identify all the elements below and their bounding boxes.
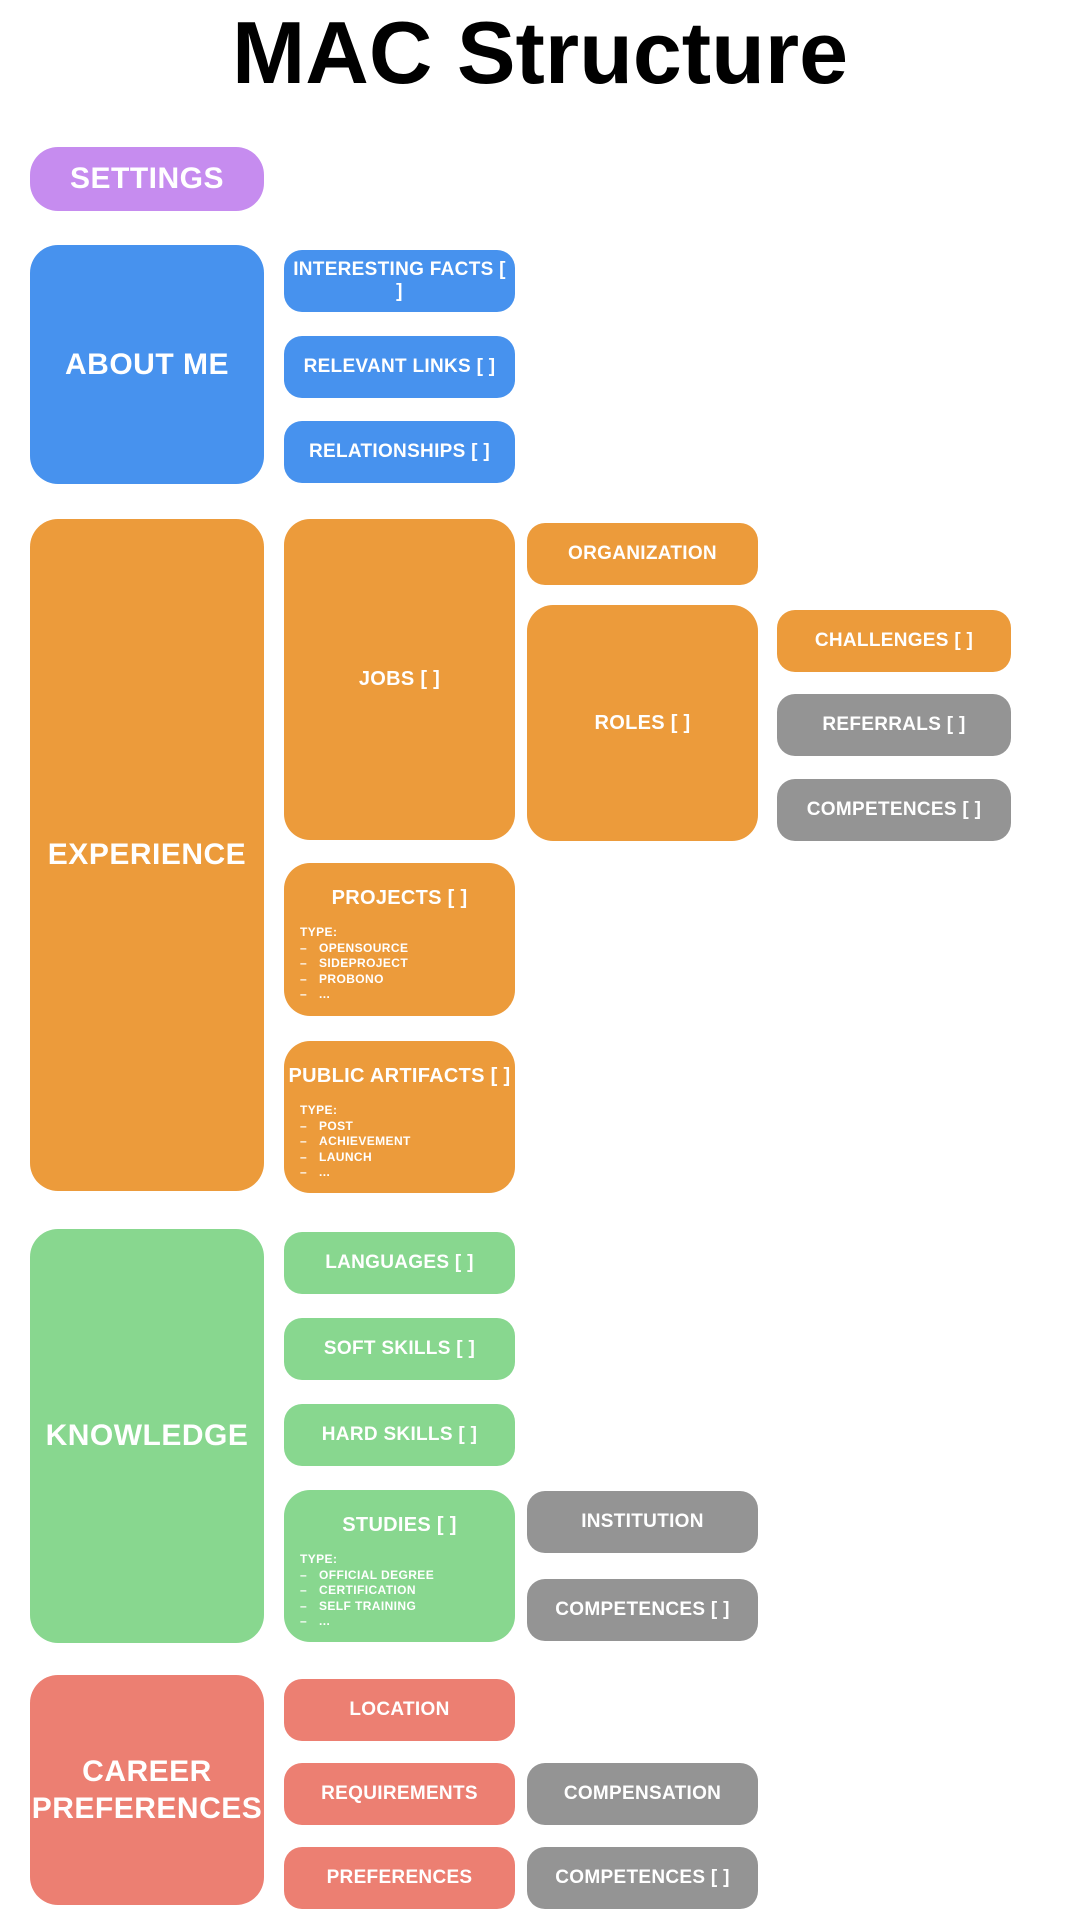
block-roles-competences-label: COMPETENCES [ ] xyxy=(806,799,982,820)
block-knowledge: KNOWLEDGE xyxy=(30,1229,264,1643)
block-relevant-links: RELEVANT LINKS [ ] xyxy=(284,336,515,398)
block-studies-label: STUDIES [ ] xyxy=(342,1514,457,1536)
block-requirements-label: REQUIREMENTS xyxy=(321,1783,478,1804)
block-preferences: PREFERENCES xyxy=(284,1847,515,1909)
block-relevant-links-label: RELEVANT LINKS [ ] xyxy=(303,356,496,377)
block-about-me-label: ABOUT ME xyxy=(65,347,229,381)
projects-type-item: ... xyxy=(300,987,509,1003)
block-preferences-label: PREFERENCES xyxy=(326,1867,473,1888)
block-institution-label: INSTITUTION xyxy=(581,1511,704,1532)
public-artifacts-type-item: POST xyxy=(300,1119,509,1135)
studies-type-title: TYPE: xyxy=(300,1552,338,1566)
block-knowledge-label: KNOWLEDGE xyxy=(45,1419,249,1453)
block-languages: LANGUAGES [ ] xyxy=(284,1232,515,1294)
block-challenges: CHALLENGES [ ] xyxy=(777,610,1011,672)
block-relationships: RELATIONSHIPS [ ] xyxy=(284,421,515,483)
block-organization: ORGANIZATION xyxy=(527,523,758,585)
studies-type-item: OFFICIAL DEGREE xyxy=(300,1568,509,1584)
block-compensation: COMPENSATION xyxy=(527,1763,758,1825)
block-interesting-facts-label: INTERESTING FACTS [ ] xyxy=(293,259,506,302)
block-public-artifacts-label: PUBLIC ARTIFACTS [ ] xyxy=(288,1065,511,1087)
public-artifacts-type-list: TYPE: POST ACHIEVEMENT LAUNCH ... xyxy=(284,1088,515,1181)
block-compensation-label: COMPENSATION xyxy=(563,1783,722,1804)
studies-type-item: SELF TRAINING xyxy=(300,1599,509,1615)
block-career-competences: COMPETENCES [ ] xyxy=(527,1847,758,1909)
block-studies-competences: COMPETENCES [ ] xyxy=(527,1579,758,1641)
block-location: LOCATION xyxy=(284,1679,515,1741)
block-requirements: REQUIREMENTS xyxy=(284,1763,515,1825)
public-artifacts-type-item: ... xyxy=(300,1165,509,1181)
block-jobs-label: JOBS [ ] xyxy=(358,668,441,690)
block-studies-competences-label: COMPETENCES [ ] xyxy=(555,1599,730,1620)
projects-type-list: TYPE: OPENSOURCE SIDEPROJECT PROBONO ... xyxy=(284,910,515,1003)
block-interesting-facts: INTERESTING FACTS [ ] xyxy=(284,250,515,312)
block-public-artifacts: PUBLIC ARTIFACTS [ ] TYPE: POST ACHIEVEM… xyxy=(284,1041,515,1193)
block-roles-competences: COMPETENCES [ ] xyxy=(777,779,1011,841)
block-hard-skills-label: HARD SKILLS [ ] xyxy=(321,1424,478,1445)
block-projects: PROJECTS [ ] TYPE: OPENSOURCE SIDEPROJEC… xyxy=(284,863,515,1016)
block-location-label: LOCATION xyxy=(349,1699,450,1720)
studies-type-item: CERTIFICATION xyxy=(300,1583,509,1599)
block-soft-skills: SOFT SKILLS [ ] xyxy=(284,1318,515,1380)
projects-type-item: SIDEPROJECT xyxy=(300,956,509,972)
block-hard-skills: HARD SKILLS [ ] xyxy=(284,1404,515,1466)
block-studies: STUDIES [ ] TYPE: OFFICIAL DEGREE CERTIF… xyxy=(284,1490,515,1642)
public-artifacts-type-item: LAUNCH xyxy=(300,1150,509,1166)
block-organization-label: ORGANIZATION xyxy=(568,543,717,564)
block-languages-label: LANGUAGES [ ] xyxy=(325,1252,474,1273)
block-referrals-label: REFERRALS [ ] xyxy=(822,714,966,735)
block-challenges-label: CHALLENGES [ ] xyxy=(814,630,974,651)
block-roles: ROLES [ ] xyxy=(527,605,758,841)
public-artifacts-type-item: ACHIEVEMENT xyxy=(300,1134,509,1150)
block-career-preferences-label: CAREER PREFERENCES xyxy=(31,1754,263,1826)
block-settings: SETTINGS xyxy=(30,147,264,211)
block-roles-label: ROLES [ ] xyxy=(594,711,691,734)
block-soft-skills-label: SOFT SKILLS [ ] xyxy=(323,1338,476,1359)
block-career-competences-label: COMPETENCES [ ] xyxy=(555,1867,730,1888)
block-experience: EXPERIENCE xyxy=(30,519,264,1191)
block-career-preferences: CAREER PREFERENCES xyxy=(30,1675,264,1905)
projects-type-item: PROBONO xyxy=(300,972,509,988)
block-jobs: JOBS [ ] xyxy=(284,519,515,840)
block-relationships-label: RELATIONSHIPS [ ] xyxy=(308,441,491,462)
projects-type-item: OPENSOURCE xyxy=(300,941,509,957)
public-artifacts-type-title: TYPE: xyxy=(300,1103,338,1117)
block-about-me: ABOUT ME xyxy=(30,245,264,484)
studies-type-list: TYPE: OFFICIAL DEGREE CERTIFICATION SELF… xyxy=(284,1537,515,1630)
block-settings-label: SETTINGS xyxy=(69,162,224,196)
block-projects-label: PROJECTS [ ] xyxy=(331,887,468,909)
studies-type-item: ... xyxy=(300,1614,509,1630)
block-experience-label: EXPERIENCE xyxy=(47,838,247,872)
block-institution: INSTITUTION xyxy=(527,1491,758,1553)
block-referrals: REFERRALS [ ] xyxy=(777,694,1011,756)
diagram-title: MAC Structure xyxy=(231,3,849,102)
projects-type-title: TYPE: xyxy=(300,925,338,939)
